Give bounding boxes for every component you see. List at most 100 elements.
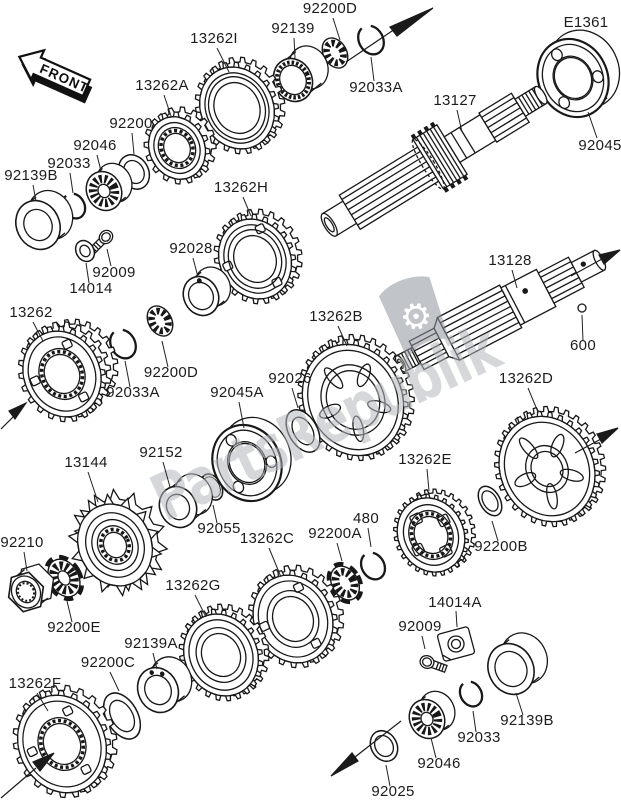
leader-line-13262A	[163, 94, 172, 117]
leader-line-13262E	[426, 468, 430, 492]
leader-line-92028	[192, 257, 199, 278]
leader-line-92033-2	[472, 710, 477, 733]
part-label-13262B: 13262B	[309, 308, 363, 325]
part-92210	[1, 567, 50, 618]
part-label-13127: 13127	[433, 92, 476, 109]
part-label-13262D: 13262D	[499, 370, 553, 387]
part-label-13262: 13262	[9, 304, 52, 321]
part-label-13262I: 13262I	[190, 30, 238, 47]
part-label-92045A: 92045A	[210, 384, 264, 401]
leader-line-92200B	[491, 520, 499, 542]
part-label-600: 600	[570, 337, 596, 354]
part-label-E1361: E1361	[564, 14, 609, 31]
part-92139B-1	[8, 193, 69, 257]
part-label-92200E: 92200E	[47, 619, 101, 636]
part-label-13262E: 13262E	[398, 451, 452, 468]
leader-line-92139B-2	[515, 692, 524, 716]
leader-line-13127	[456, 109, 463, 133]
leader-line-13262C	[268, 547, 282, 578]
part-label-92025: 92025	[371, 783, 414, 800]
leader-line-13262D	[527, 387, 539, 413]
part-label-92009-1: 92009	[92, 264, 135, 281]
direction-arrows	[0, 7, 621, 799]
arrow-right-mid-head	[598, 249, 621, 265]
part-label-13262C: 13262C	[240, 530, 294, 547]
part-92139B-2	[480, 636, 543, 702]
part-13262A	[132, 101, 222, 195]
part-label-13144: 13144	[64, 454, 107, 471]
part-13262F	[0, 674, 129, 800]
arrow-top	[345, 28, 396, 63]
leader-line-13262H	[242, 196, 252, 217]
leader-line-92200A	[336, 542, 343, 562]
part-label-92200-1: 92200	[109, 115, 152, 132]
leader-line-92046-2	[430, 737, 437, 759]
arrow-bottom-mid-head	[330, 752, 359, 777]
gear-flag-icon: ⚙	[378, 276, 450, 360]
part-label-92200D-1: 92200D	[303, 0, 357, 17]
front-marker: FRONT	[17, 48, 93, 104]
part-13262C	[232, 555, 353, 683]
leader-line-13262B	[337, 325, 348, 347]
arrow-bottom-left-head	[32, 752, 55, 772]
part-13144	[52, 479, 177, 611]
leader-line-92046-1	[96, 154, 102, 172]
leader-line-92033A-1	[370, 56, 375, 82]
part-label-92139-1: 92139	[271, 20, 314, 37]
part-92026	[279, 404, 327, 458]
part-13262E	[380, 481, 482, 588]
part-13262	[3, 311, 122, 436]
part-92028	[177, 270, 225, 321]
leader-line-92033A-2	[124, 360, 131, 388]
part-label-92046-1: 92046	[73, 137, 116, 154]
arrow-top-head	[389, 7, 434, 37]
leader-line-13144	[87, 471, 99, 503]
part-label-92009-2: 92009	[398, 618, 441, 635]
leader-line-92200D-1	[332, 17, 341, 41]
front-arrow	[17, 48, 92, 98]
part-92046-2	[403, 693, 451, 744]
part-label-92139B-1: 92139B	[4, 167, 58, 184]
part-13262H	[199, 200, 310, 317]
leader-line-13262F	[36, 692, 49, 712]
leader-line-92139B-1	[32, 184, 37, 202]
part-92046-1	[80, 165, 128, 216]
part-label-92139A: 92139A	[124, 635, 178, 652]
part-92200D-2	[142, 301, 178, 340]
part-92139A	[130, 661, 186, 720]
part-600	[578, 304, 586, 312]
part-label-92033A-1: 92033A	[349, 79, 403, 96]
part-13262B	[278, 321, 428, 479]
part-label-13128: 13128	[488, 252, 531, 269]
leader-line-13262I	[216, 47, 230, 73]
part-label-480: 480	[353, 510, 379, 527]
leader-line-92200-1	[131, 132, 135, 155]
leader-line-92200C	[109, 671, 120, 692]
part-92025	[365, 726, 403, 767]
part-13262G	[164, 595, 278, 715]
leader-line-92200D-2	[161, 340, 169, 368]
part-92200B	[473, 482, 506, 520]
part-label-13262A: 13262A	[135, 77, 189, 94]
part-label-92152: 92152	[139, 444, 182, 461]
part-label-92033A-2: 92033A	[106, 384, 160, 401]
part-label-13262G: 13262G	[165, 577, 220, 594]
arrow-right-low-head	[596, 427, 619, 444]
arrow-bottom-left	[0, 767, 37, 799]
leader-line-92152	[162, 461, 171, 488]
part-label-14014-1: 14014	[69, 280, 112, 297]
leader-line-92009-2	[421, 635, 426, 650]
part-label-92028: 92028	[169, 240, 212, 257]
part-92009-2	[418, 654, 448, 675]
part-label-92210: 92210	[0, 534, 43, 551]
part-label-13262F: 13262F	[9, 675, 62, 692]
part-label-92033-1: 92033	[47, 155, 90, 172]
leader-line-13262G	[194, 594, 207, 618]
arrow-right-low	[574, 438, 602, 454]
leader-line-92139-1	[293, 37, 296, 59]
part-label-92200A: 92200A	[308, 525, 362, 542]
part-92045	[525, 27, 621, 129]
